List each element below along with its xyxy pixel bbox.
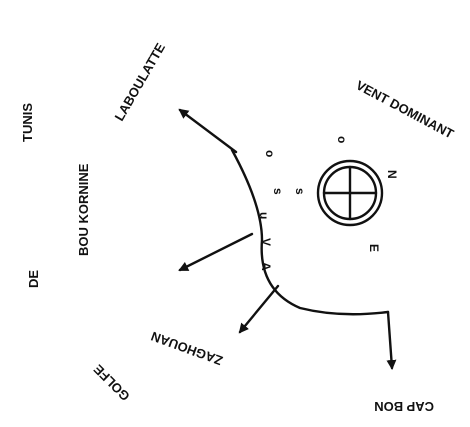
compass-letter-west: s	[293, 188, 307, 195]
label-de: DE	[26, 270, 41, 288]
label-laboulatte: LABOULATTE	[112, 40, 169, 123]
arc-letter-s: s	[271, 188, 285, 195]
label-tunis: TUNIS	[20, 103, 35, 142]
coast-arc-main	[232, 150, 388, 314]
compass-letter-south: N	[385, 170, 399, 179]
arrow-lower-left	[240, 286, 278, 332]
compass-rose-icon	[318, 161, 382, 225]
label-zaghouan: ZAGHOUAN	[149, 329, 225, 369]
arc-letter-u: u	[257, 212, 271, 219]
arrow-down	[388, 312, 392, 368]
arc-letter-o: o	[263, 150, 277, 157]
compass-letter-east: E	[367, 244, 381, 252]
arc-letter-a: A	[259, 262, 273, 271]
arc-letter-v: V	[259, 238, 273, 246]
label-bou-kornine: BOU KORNINE	[76, 163, 91, 256]
label-cap-bon: CAP BON	[374, 399, 434, 414]
compass-letter-north: o	[335, 136, 349, 143]
arrow-upper-left	[180, 110, 236, 152]
label-vent-dominant-text: VENT DOMINANT	[354, 77, 457, 141]
label-golfe: GOLFE	[90, 361, 133, 404]
arrow-left	[180, 234, 252, 270]
